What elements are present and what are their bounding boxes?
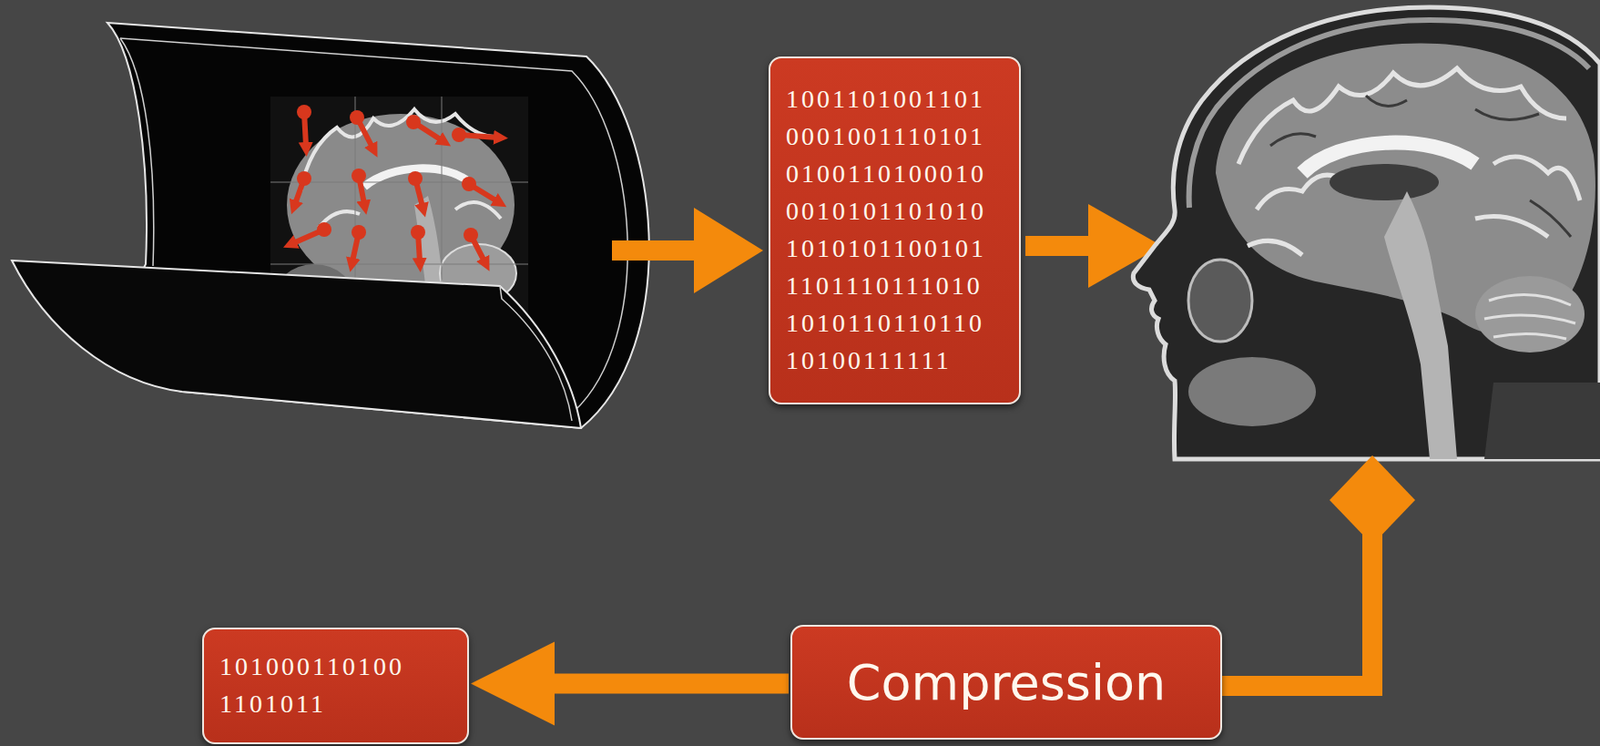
- arrow-head: [693, 207, 764, 294]
- flow-arrow: [470, 642, 789, 726]
- slice-callosum: [364, 168, 469, 187]
- head-callosum: [1302, 142, 1476, 174]
- slice-gyri: [300, 109, 501, 228]
- head-neck: [1484, 382, 1600, 459]
- process-label: Compression: [846, 653, 1166, 712]
- scanner-front-rim: [499, 285, 572, 421]
- spin-ball: [407, 171, 423, 186]
- image-to-compression-line: [1211, 455, 1416, 696]
- spin-ball: [463, 227, 479, 243]
- spin-ball: [410, 224, 426, 240]
- scanner-front-shell: [11, 260, 581, 429]
- horizontal-line: [1211, 675, 1383, 696]
- head-cerebellum-folia: [1484, 295, 1576, 339]
- vertical-line: [1362, 528, 1383, 696]
- head-sinus: [1188, 259, 1253, 342]
- spin-arrows: [293, 104, 498, 262]
- head-cerebellum: [1475, 275, 1585, 353]
- arrow-head: [470, 642, 555, 726]
- compressed-data-box: 101000110100 1101011: [202, 627, 469, 744]
- head-sulci: [1270, 95, 1571, 237]
- arrow-shaft: [611, 240, 698, 261]
- scanner-left-rim: [120, 38, 154, 266]
- spin-ball: [406, 114, 421, 130]
- mri-head-image: [1132, 7, 1600, 459]
- process-box: Compression: [790, 624, 1223, 740]
- raw-data-box: 1001101001101 0001001110101 010011010001…: [768, 56, 1021, 405]
- spin-ball: [316, 222, 332, 237]
- spin-ball: [351, 224, 367, 240]
- head-tongue: [1188, 356, 1316, 427]
- binary-data: 1001101001101 0001001110101 010011010001…: [785, 80, 1004, 379]
- arrow-shaft: [550, 673, 789, 694]
- spin-ball: [296, 171, 312, 186]
- head-ventricle: [1329, 163, 1439, 201]
- spin-ball: [296, 104, 312, 120]
- spin-ball: [451, 127, 467, 143]
- spin-ball: [349, 110, 365, 125]
- spin-ball: [461, 176, 477, 192]
- flow-arrow: [611, 207, 764, 294]
- head-silhouette: [1132, 7, 1600, 459]
- spin-ball: [351, 168, 367, 184]
- arrow-shaft: [1025, 235, 1093, 256]
- binary-data: 101000110100 1101011: [219, 647, 452, 723]
- mri-scanner: [11, 22, 650, 429]
- head-brainstem: [1384, 191, 1458, 459]
